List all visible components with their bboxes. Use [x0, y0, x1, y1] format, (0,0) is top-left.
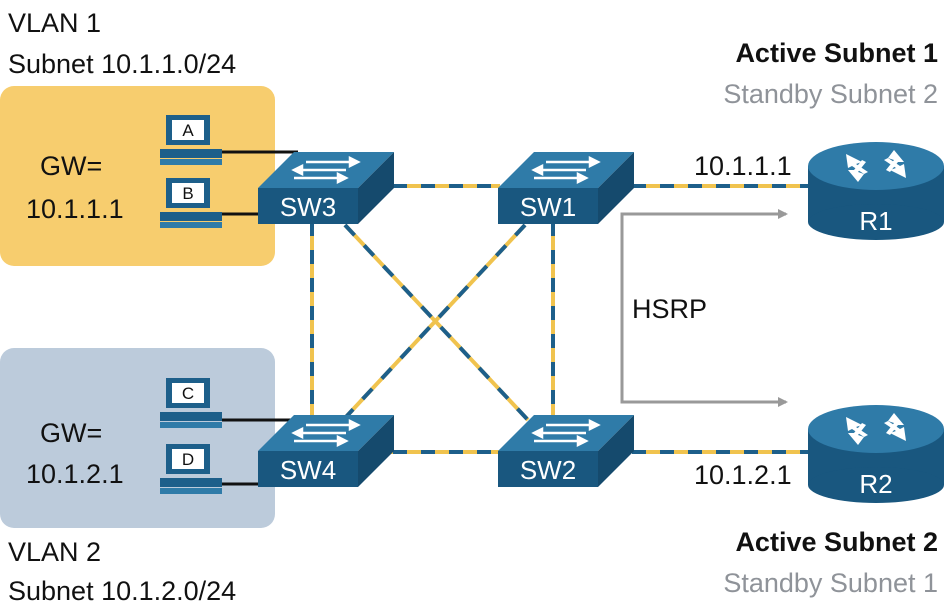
desktop-pc-icon [160, 178, 222, 228]
router-icon [808, 142, 944, 240]
vlan2-gw-address: 10.1.2.1 [26, 459, 124, 489]
router-label-r1: R1 [859, 206, 892, 236]
r2-standby-label: Standby Subnet 1 [723, 568, 938, 598]
router-r2: R2 [808, 405, 944, 503]
desktop-pc-icon [160, 444, 222, 494]
vlan2-name: VLAN 2 [8, 537, 101, 567]
vlan2-subnet: Subnet 10.1.2.0/24 [8, 576, 236, 606]
desktop-pc-icon [160, 378, 222, 428]
host-a: A [160, 115, 222, 165]
vlan2-gw-label: GW= [40, 418, 102, 448]
switch-sw3: SW3 [258, 152, 394, 224]
host-label-b: B [182, 184, 193, 203]
r1-standby-label: Standby Subnet 2 [723, 79, 938, 109]
switch-label-sw3: SW3 [280, 192, 336, 222]
host-label-a: A [182, 121, 194, 140]
link-sw1-sw4 [343, 223, 527, 420]
host-cables [222, 150, 298, 486]
hsrp-label: HSRP [632, 294, 707, 324]
layer2-switch-icon [498, 415, 634, 487]
host-label-d: D [182, 450, 194, 469]
layer2-switch-icon [498, 152, 634, 224]
host-label-c: C [182, 384, 194, 403]
host-c: C [160, 378, 222, 428]
r1-address: 10.1.1.1 [694, 151, 792, 181]
vlan1-gw-address: 10.1.1.1 [26, 194, 124, 224]
layer2-switch-icon [258, 152, 394, 224]
router-label-r2: R2 [859, 469, 892, 499]
r1-active-label: Active Subnet 1 [735, 38, 938, 68]
vlan1-name: VLAN 1 [8, 8, 101, 38]
switch-sw4: SW4 [258, 415, 394, 487]
vlan1-gw-label: GW= [40, 151, 102, 181]
router-icon [808, 405, 944, 503]
layer2-switch-icon [258, 415, 394, 487]
hsrp-arrows [620, 209, 788, 407]
switch-label-sw1: SW1 [520, 192, 576, 222]
switch-links [310, 184, 808, 454]
vlan1-subnet: Subnet 10.1.1.0/24 [8, 49, 236, 79]
host-d: D [160, 444, 222, 494]
host-b: B [160, 178, 222, 228]
desktop-pc-icon [160, 115, 222, 165]
switch-label-sw2: SW2 [520, 455, 576, 485]
r2-active-label: Active Subnet 2 [735, 527, 938, 557]
router-r1: R1 [808, 142, 944, 240]
switch-sw2: SW2 [498, 415, 634, 487]
switch-sw1: SW1 [498, 152, 634, 224]
r2-address: 10.1.2.1 [694, 460, 792, 490]
switch-label-sw4: SW4 [280, 455, 336, 485]
